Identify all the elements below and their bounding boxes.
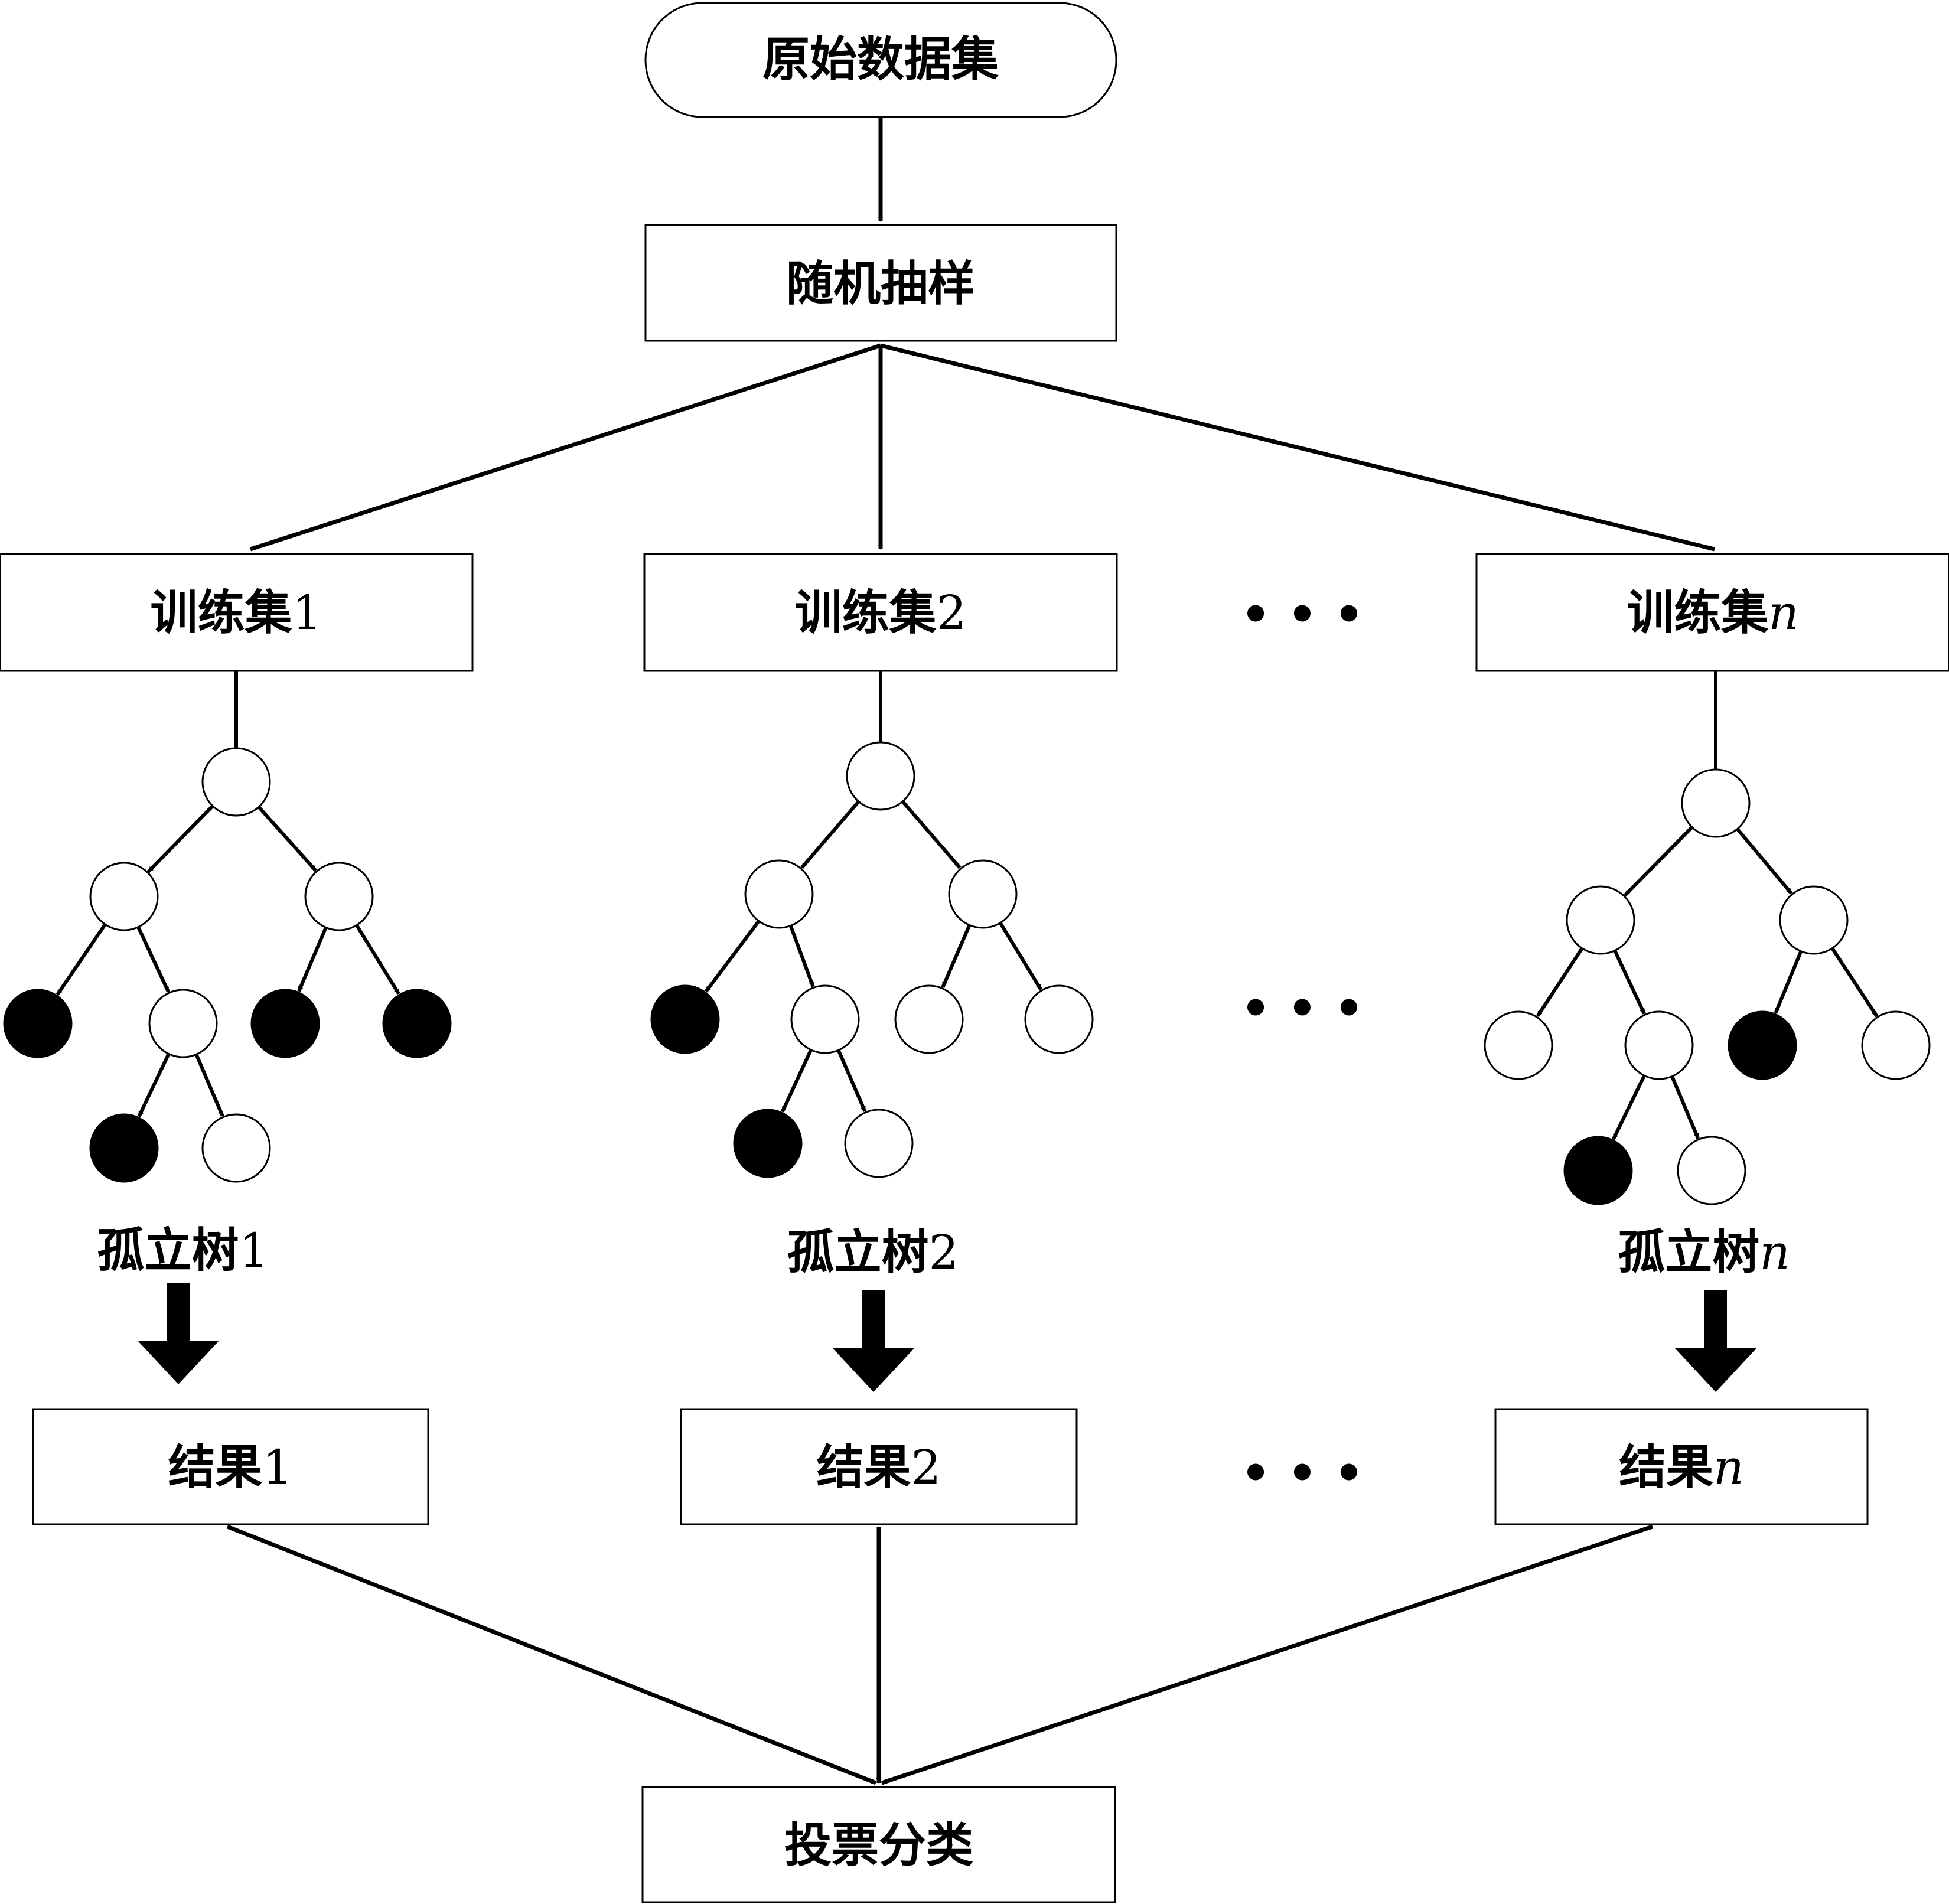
isolation-tree-2	[650, 671, 1094, 1178]
tree-internal-node	[790, 984, 860, 1054]
vote-node	[641, 1786, 1116, 1903]
tree-leaf-node	[250, 989, 320, 1058]
tree-edge	[800, 800, 861, 869]
tree-leaf-node	[733, 1109, 803, 1178]
tree-leaf-node	[3, 989, 73, 1058]
train-set-1-box	[0, 553, 474, 672]
tree-edge	[1830, 947, 1879, 1018]
tree-leaf-node	[1728, 1010, 1797, 1080]
tree-leaf-node	[650, 984, 720, 1054]
result-n-label: 结果n	[1619, 1439, 1744, 1495]
tree-edge	[1670, 1075, 1700, 1139]
tree-edge	[1736, 827, 1793, 895]
arrow-result-1-to-vote	[226, 1524, 877, 1785]
tree-internal-node	[744, 859, 814, 929]
tree-internal-node	[1566, 885, 1635, 955]
tree-edge	[1624, 826, 1694, 897]
tree-edge	[941, 924, 972, 988]
isolation-tree-n	[1484, 671, 1931, 1205]
source-label: 原始数据集	[762, 31, 999, 87]
tree-leaf-node	[1677, 1136, 1746, 1205]
tree-edge	[257, 806, 317, 872]
tree-root-node	[201, 747, 271, 817]
tree-edge	[194, 1054, 224, 1117]
result-1-label: 结果1	[168, 1439, 293, 1495]
tree-edge	[1774, 950, 1803, 1014]
block-arrow-1	[138, 1283, 219, 1384]
tree-leaf-node	[201, 1113, 271, 1183]
isolation-tree-1	[3, 671, 452, 1183]
result-1-box	[32, 1408, 429, 1525]
tree-edge	[136, 926, 170, 993]
tree-leaf-node	[1024, 984, 1094, 1054]
tree-n-label: 孤立树n	[1618, 1224, 1790, 1280]
train-set-n-label: 训练集n	[1627, 585, 1799, 640]
vote-label: 投票分类	[784, 1817, 973, 1873]
tree-edge	[781, 1049, 813, 1113]
tree-leaf-node	[844, 1109, 914, 1178]
sampling-node	[644, 224, 1117, 342]
tree-edge	[1612, 1074, 1646, 1140]
result-2-label: 结果2	[817, 1439, 941, 1495]
tree-edge	[56, 923, 107, 996]
tree-internal-node	[948, 859, 1018, 929]
ellipsis-train: • • •	[1240, 586, 1364, 642]
tree-internal-node	[89, 862, 159, 931]
arrow-sampling-to-train-1	[249, 343, 882, 552]
tree-leaf-node	[89, 1113, 159, 1183]
tree-leaf-node	[894, 984, 964, 1054]
tree-edge	[147, 804, 214, 873]
train-set-2-label: 训练集2	[795, 585, 967, 640]
tree-leaf-node	[1484, 1010, 1553, 1080]
arrow-sampling-to-train-n	[880, 343, 1715, 552]
tree-edge	[705, 920, 761, 993]
tree-leaf-node	[382, 989, 452, 1058]
result-2-box	[680, 1408, 1078, 1525]
tree-root-node	[1681, 768, 1751, 838]
train-set-1-label: 训练集1	[151, 585, 322, 640]
tree-internal-node	[304, 862, 374, 931]
sampling-label: 随机抽样	[786, 256, 975, 311]
tree-root-node	[846, 741, 915, 811]
tree-edge	[1613, 950, 1646, 1015]
tree-edge	[836, 1049, 867, 1113]
tree-1-label: 孤立树1	[97, 1222, 269, 1278]
tree-2-label: 孤立树2	[787, 1224, 959, 1280]
result-n-box	[1494, 1408, 1869, 1525]
train-set-n-box	[1475, 553, 1949, 672]
tree-leaf-node	[1861, 1010, 1931, 1080]
ellipsis-trees: • • •	[1240, 980, 1364, 1036]
tree-edge	[788, 925, 815, 987]
tree-internal-node	[1779, 885, 1849, 955]
tree-leaf-node	[1563, 1136, 1633, 1205]
arrow-result-n-to-vote	[881, 1524, 1654, 1785]
tree-edge	[355, 924, 400, 995]
block-arrow-2	[833, 1290, 914, 1392]
tree-edge	[901, 800, 962, 869]
tree-edge	[1536, 947, 1584, 1018]
tree-internal-node	[1624, 1010, 1694, 1080]
tree-edge	[297, 927, 328, 992]
tree-edge	[999, 922, 1042, 991]
block-arrow-n	[1675, 1290, 1756, 1392]
ellipsis-results: • • •	[1240, 1445, 1364, 1501]
tree-edge	[137, 1053, 171, 1117]
tree-internal-node	[148, 989, 218, 1058]
